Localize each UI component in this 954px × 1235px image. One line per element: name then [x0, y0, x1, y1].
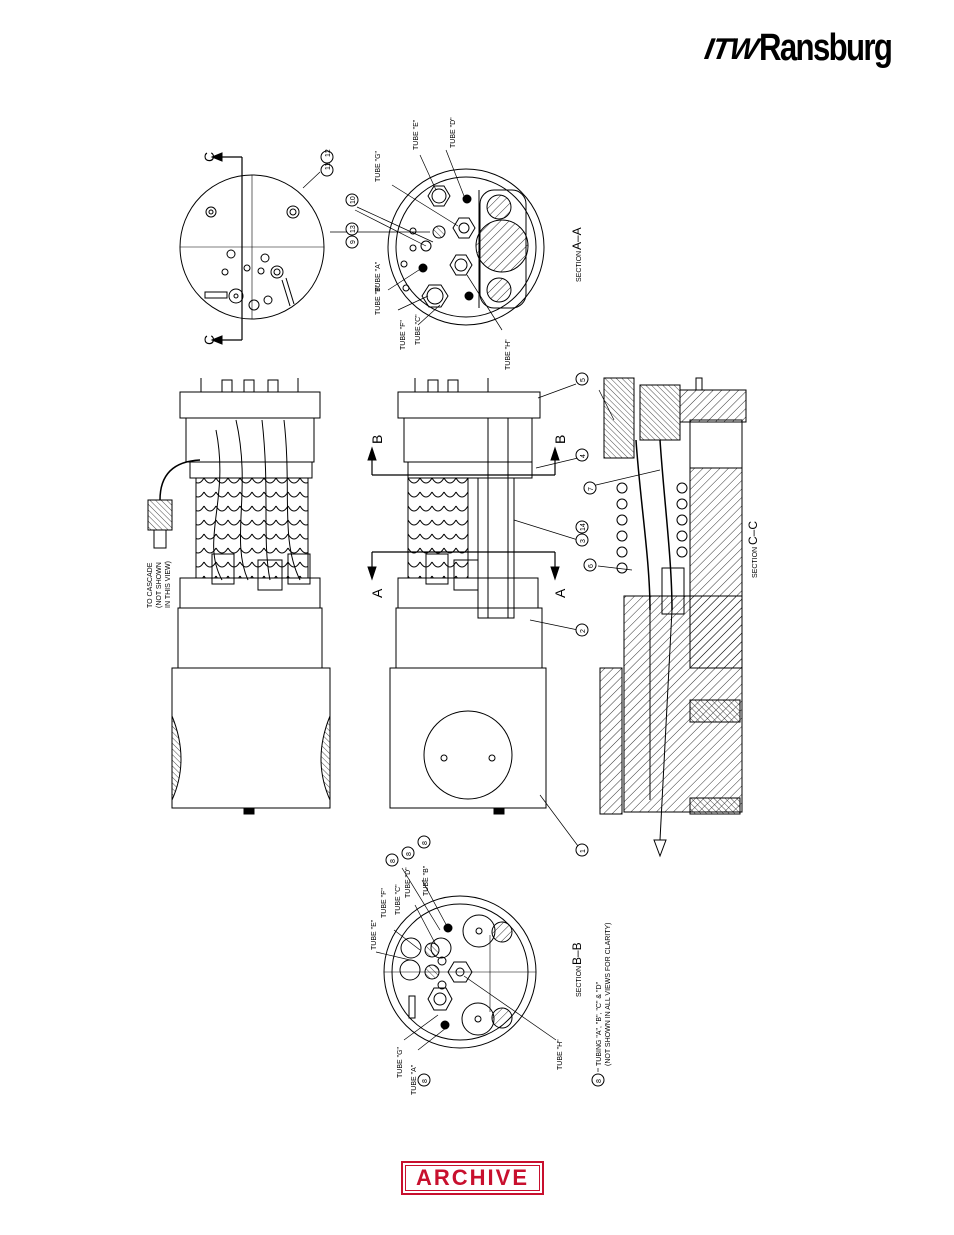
svg-text:11: 11 [325, 163, 332, 170]
svg-text:8: 8 [422, 1079, 429, 1083]
section-cc-id: C–C [746, 521, 760, 545]
svg-text:2: 2 [580, 629, 587, 633]
tube-b-label-bb: TUBE "B" [423, 865, 430, 896]
callout-7: 7 [583, 481, 597, 495]
tube-g-label-aa: TUBE "G" [375, 150, 382, 182]
svg-text:8: 8 [406, 852, 413, 856]
cut-letter-c-bottom: C [201, 335, 217, 345]
tube-d-label-aa: TUBE "D" [450, 117, 457, 148]
tube-f-label-bb: TUBE "F" [381, 888, 388, 918]
tube-a-label-bb: TUBE "A" [411, 1064, 418, 1095]
tube-e-label-bb: TUBE "E" [371, 919, 378, 950]
svg-text:8: 8 [390, 859, 397, 863]
center-elevation-view [367, 378, 579, 847]
callout-6: 6 [583, 558, 597, 572]
section-cc-prefix: SECTION [752, 547, 759, 578]
left-elevation-view [147, 378, 331, 815]
tube-e-label-aa: TUBE "E" [413, 119, 420, 150]
section-bb-id: B–B [570, 942, 584, 965]
tube-d-label-bb: TUBE "D" [405, 867, 412, 898]
svg-text:4: 4 [580, 454, 587, 458]
cut-letter-a-right: A [552, 588, 568, 598]
archive-stamp-text: ARCHIVE [415, 1165, 529, 1190]
callout-9-13: 9 13 [345, 222, 359, 249]
svg-text:6: 6 [588, 564, 595, 568]
callout-11-12: 11 12 [320, 149, 334, 177]
archive-stamp: ARCHIVE [401, 1161, 544, 1195]
note-cascade-line1: TO CASCADE [147, 562, 154, 608]
tube-b-label-aa: TUBE "B" [375, 284, 382, 315]
callout-1: 1 [575, 843, 589, 857]
svg-text:13: 13 [350, 225, 357, 233]
svg-text:10: 10 [350, 196, 357, 204]
note-cascade-line2: (NOT SHOWN [156, 562, 163, 608]
note-cascade-line3: IN THIS VIEW) [165, 561, 172, 608]
archive-stamp-border [405, 1165, 540, 1191]
end-view-top [179, 152, 325, 345]
svg-text:14: 14 [580, 523, 587, 531]
itw-ransburg-logo: ITW Ransburg [702, 20, 920, 70]
cut-letter-b-left: B [369, 435, 385, 444]
callout-5: 5 [575, 372, 589, 386]
callout-2: 2 [575, 623, 589, 637]
section-bb-view [375, 867, 557, 1051]
svg-text:7: 7 [588, 487, 595, 491]
cut-letter-b-right: B [552, 435, 568, 444]
section-aa-id: A–A [570, 227, 584, 250]
tube-a-label-aa: TUBE "A" [375, 261, 382, 292]
logo-brand-name: Ransburg [758, 27, 893, 69]
section-bb-prefix: SECTION [576, 966, 583, 997]
note-tubing: 8 TUBING "A", "B", "C" & "D" (NOT SHOWN … [591, 922, 612, 1087]
tube-f-label-aa: TUBE "F" [400, 320, 407, 350]
callout-8-group: 8 8 8 8 [385, 835, 431, 1087]
callout-3-14: 3 14 [575, 520, 589, 547]
note-tubing-line1: TUBING "A", "B", "C" & "D" [596, 981, 603, 1066]
section-aa-prefix: SECTION [576, 251, 583, 282]
svg-text:9: 9 [350, 240, 357, 244]
svg-text:12: 12 [325, 149, 332, 157]
svg-text:3: 3 [580, 539, 587, 543]
cut-letter-a-left: A [369, 588, 385, 598]
svg-text:5: 5 [580, 378, 587, 382]
cut-letter-c-top: C [201, 152, 217, 162]
tube-g-label-bb: TUBE "G" [397, 1046, 404, 1078]
tube-h-label-aa: TUBE "H" [505, 339, 512, 370]
svg-text:1: 1 [580, 849, 587, 853]
tube-h-label-bb: TUBE "H" [557, 1039, 564, 1070]
section-aa-view [330, 149, 545, 331]
callout-4: 4 [575, 448, 589, 462]
svg-text:8: 8 [422, 841, 429, 845]
svg-text:8: 8 [596, 1079, 603, 1083]
section-cc-view [595, 377, 747, 858]
tube-c-label-aa: TUBE "C" [415, 314, 422, 345]
tube-c-label-bb: TUBE "C" [395, 884, 402, 915]
note-tubing-line2: (NOT SHOWN IN ALL VIEWS FOR CLARITY) [605, 922, 612, 1066]
callout-10: 10 [345, 193, 359, 207]
